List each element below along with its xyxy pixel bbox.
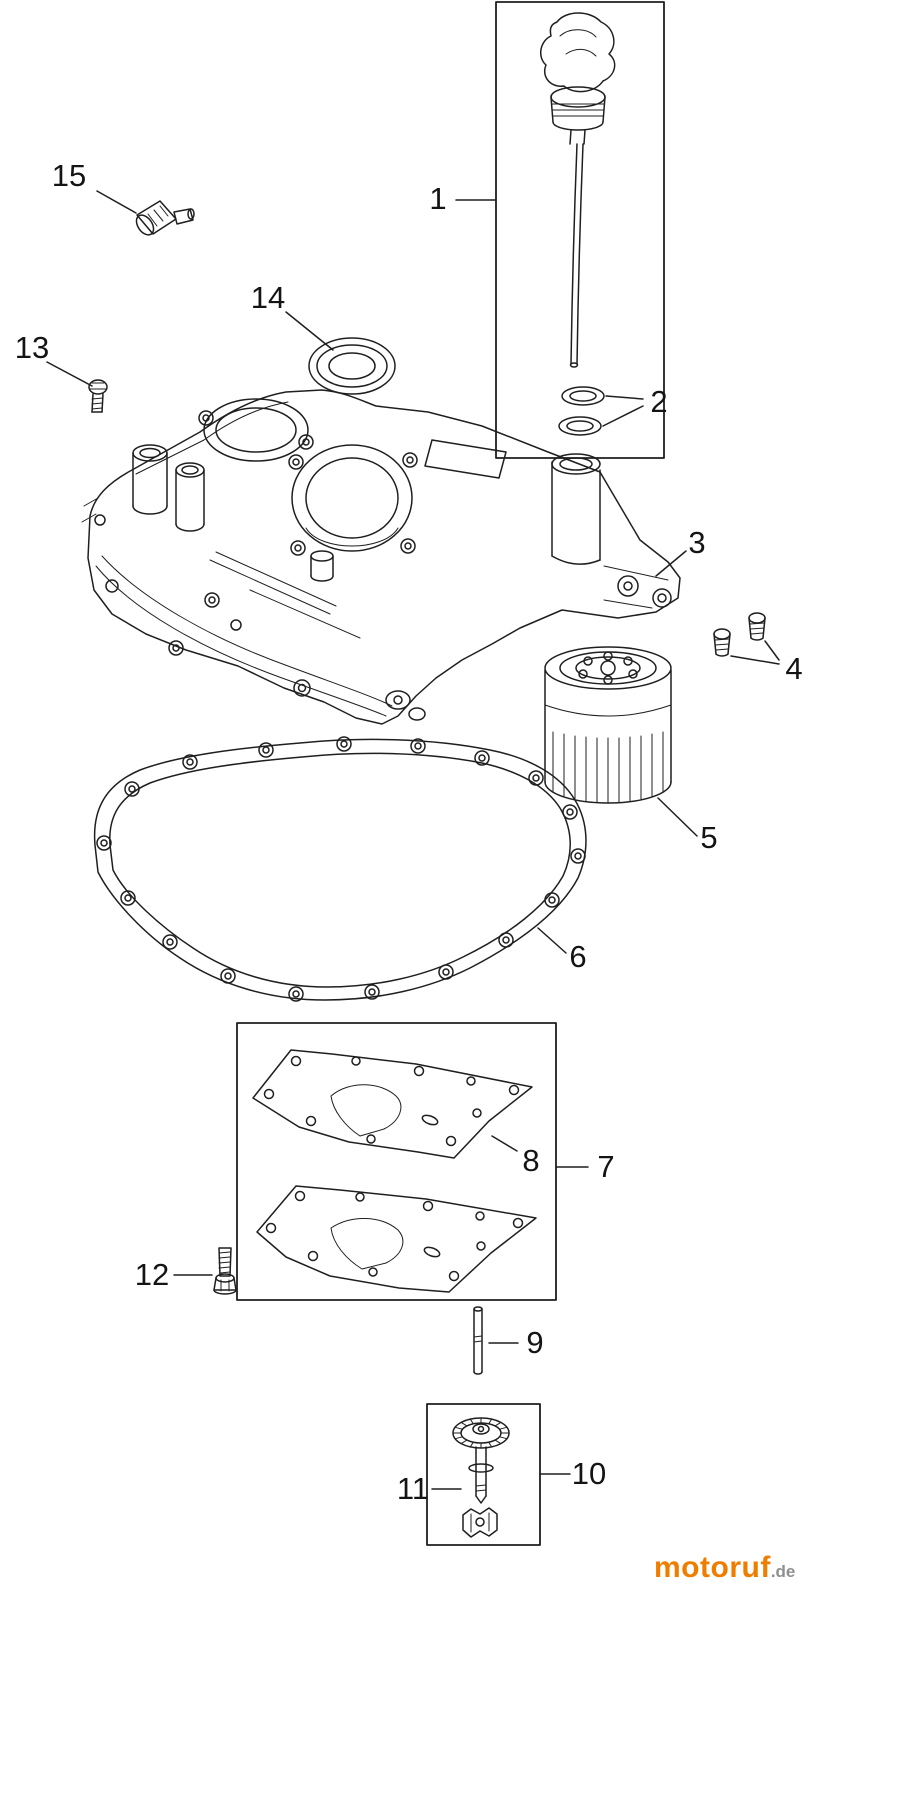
oil-pan — [81, 389, 681, 725]
leader-lines — [46, 190, 780, 1490]
brand-tld: .de — [770, 1562, 796, 1581]
callout-8: 8 — [522, 1143, 540, 1178]
callout-2: 2 — [650, 384, 668, 419]
callout-6: 6 — [569, 939, 587, 974]
callout-4: 4 — [785, 651, 803, 686]
screw — [88, 379, 108, 413]
callout-15: 15 — [51, 158, 87, 193]
group-boxes — [236, 1, 665, 1546]
callout-12: 12 — [134, 1257, 170, 1292]
callout-13: 13 — [14, 330, 50, 365]
plate-group-box — [236, 1022, 557, 1301]
bolt — [213, 1247, 237, 1295]
impeller — [452, 1417, 510, 1504]
callout-11: 11 — [396, 1471, 430, 1506]
retainer-clip — [462, 1507, 498, 1538]
callout-1: 1 — [429, 181, 447, 216]
brand-logo: motoruf.de — [654, 1551, 795, 1585]
seal — [308, 337, 396, 395]
mounting-plate-lower — [256, 1185, 537, 1293]
callout-7: 7 — [597, 1149, 615, 1184]
gasket — [93, 736, 587, 1002]
mounting-plate-upper — [252, 1049, 533, 1159]
callout-14: 14 — [250, 280, 286, 315]
callout-5: 5 — [700, 820, 718, 855]
stud — [473, 1306, 483, 1375]
elbow-fitting — [135, 200, 195, 236]
oil-filter — [544, 646, 672, 804]
brand-name: motoruf — [654, 1551, 771, 1584]
o-rings — [558, 386, 605, 436]
callout-9: 9 — [526, 1325, 544, 1360]
callout-10: 10 — [571, 1456, 607, 1491]
callout-3: 3 — [688, 525, 706, 560]
plugs — [713, 612, 766, 657]
dipstick — [539, 12, 616, 368]
